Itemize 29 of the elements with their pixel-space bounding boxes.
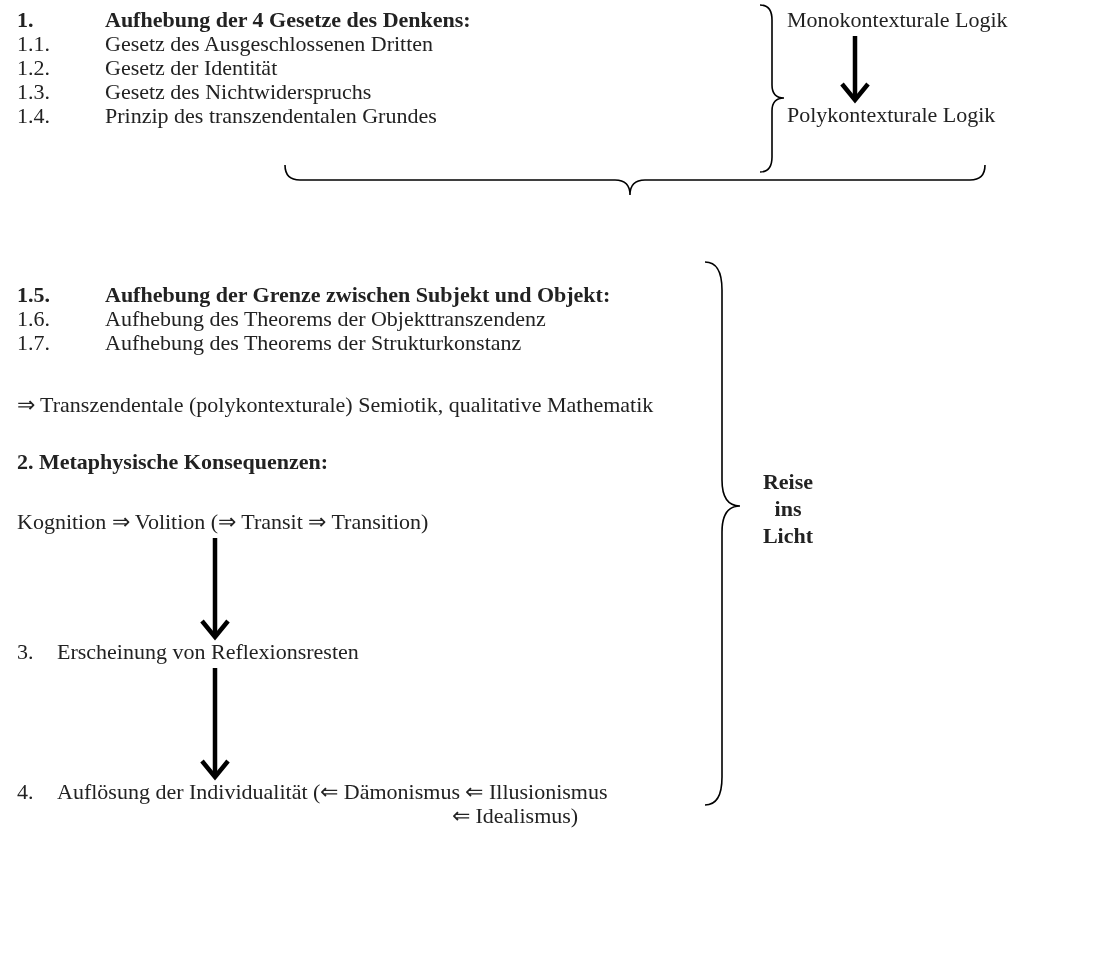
list-item: Prinzip des transzendentalen Grundes [105, 104, 437, 128]
list-number: 1.7. [17, 331, 50, 355]
term-label: Kognition ⇒ Volition (⇒ Transit ⇒ Transition) [17, 510, 429, 534]
list-number: 3. [17, 640, 34, 664]
list-number: 1.6. [17, 307, 50, 331]
term-label: Monokontexturale Logik [787, 8, 1008, 32]
list-item: Aufhebung des Theorems der Strukturkonstanz [105, 331, 522, 355]
list-number: 1.5. [17, 283, 50, 307]
arrow [839, 36, 871, 103]
list-number: 4. [17, 780, 34, 804]
heading: Aufhebung der Grenze zwischen Subjekt und Objekt: [105, 283, 611, 307]
list-item: Gesetz des Ausgeschlossenen Dritten [105, 32, 434, 56]
arrow [199, 538, 231, 640]
list-item: Gesetz des Nichtwiderspruchs [105, 80, 372, 104]
list-number: 1.4. [17, 104, 50, 128]
term-label: Polykontexturale Logik [787, 103, 996, 127]
side-label: Reise ins Licht [761, 468, 815, 549]
list-number: 1.1. [17, 32, 50, 56]
arrow [199, 668, 231, 780]
list-item: Erscheinung von Reflexionsresten [57, 640, 359, 664]
list-item: Gesetz der Identität [105, 56, 278, 80]
conclusion-text: ⇒ Transzendentale (polykontexturale) Semiotik, qualitative Mathematik [17, 393, 654, 417]
list-number: 1. [17, 8, 34, 32]
list-number: 1.2. [17, 56, 50, 80]
list-number: 1.3. [17, 80, 50, 104]
list-item: Auflösung der Individualität (⇐ Dämonismus ⇐ Illusionismus ⇐ Idealismus) [57, 780, 609, 828]
list-item: Aufhebung des Theorems der Objekttranszendenz [105, 307, 546, 331]
heading: 2. Metaphysische Konsequenzen: [17, 450, 329, 474]
heading: Aufhebung der 4 Gesetze des Denkens: [105, 8, 471, 32]
